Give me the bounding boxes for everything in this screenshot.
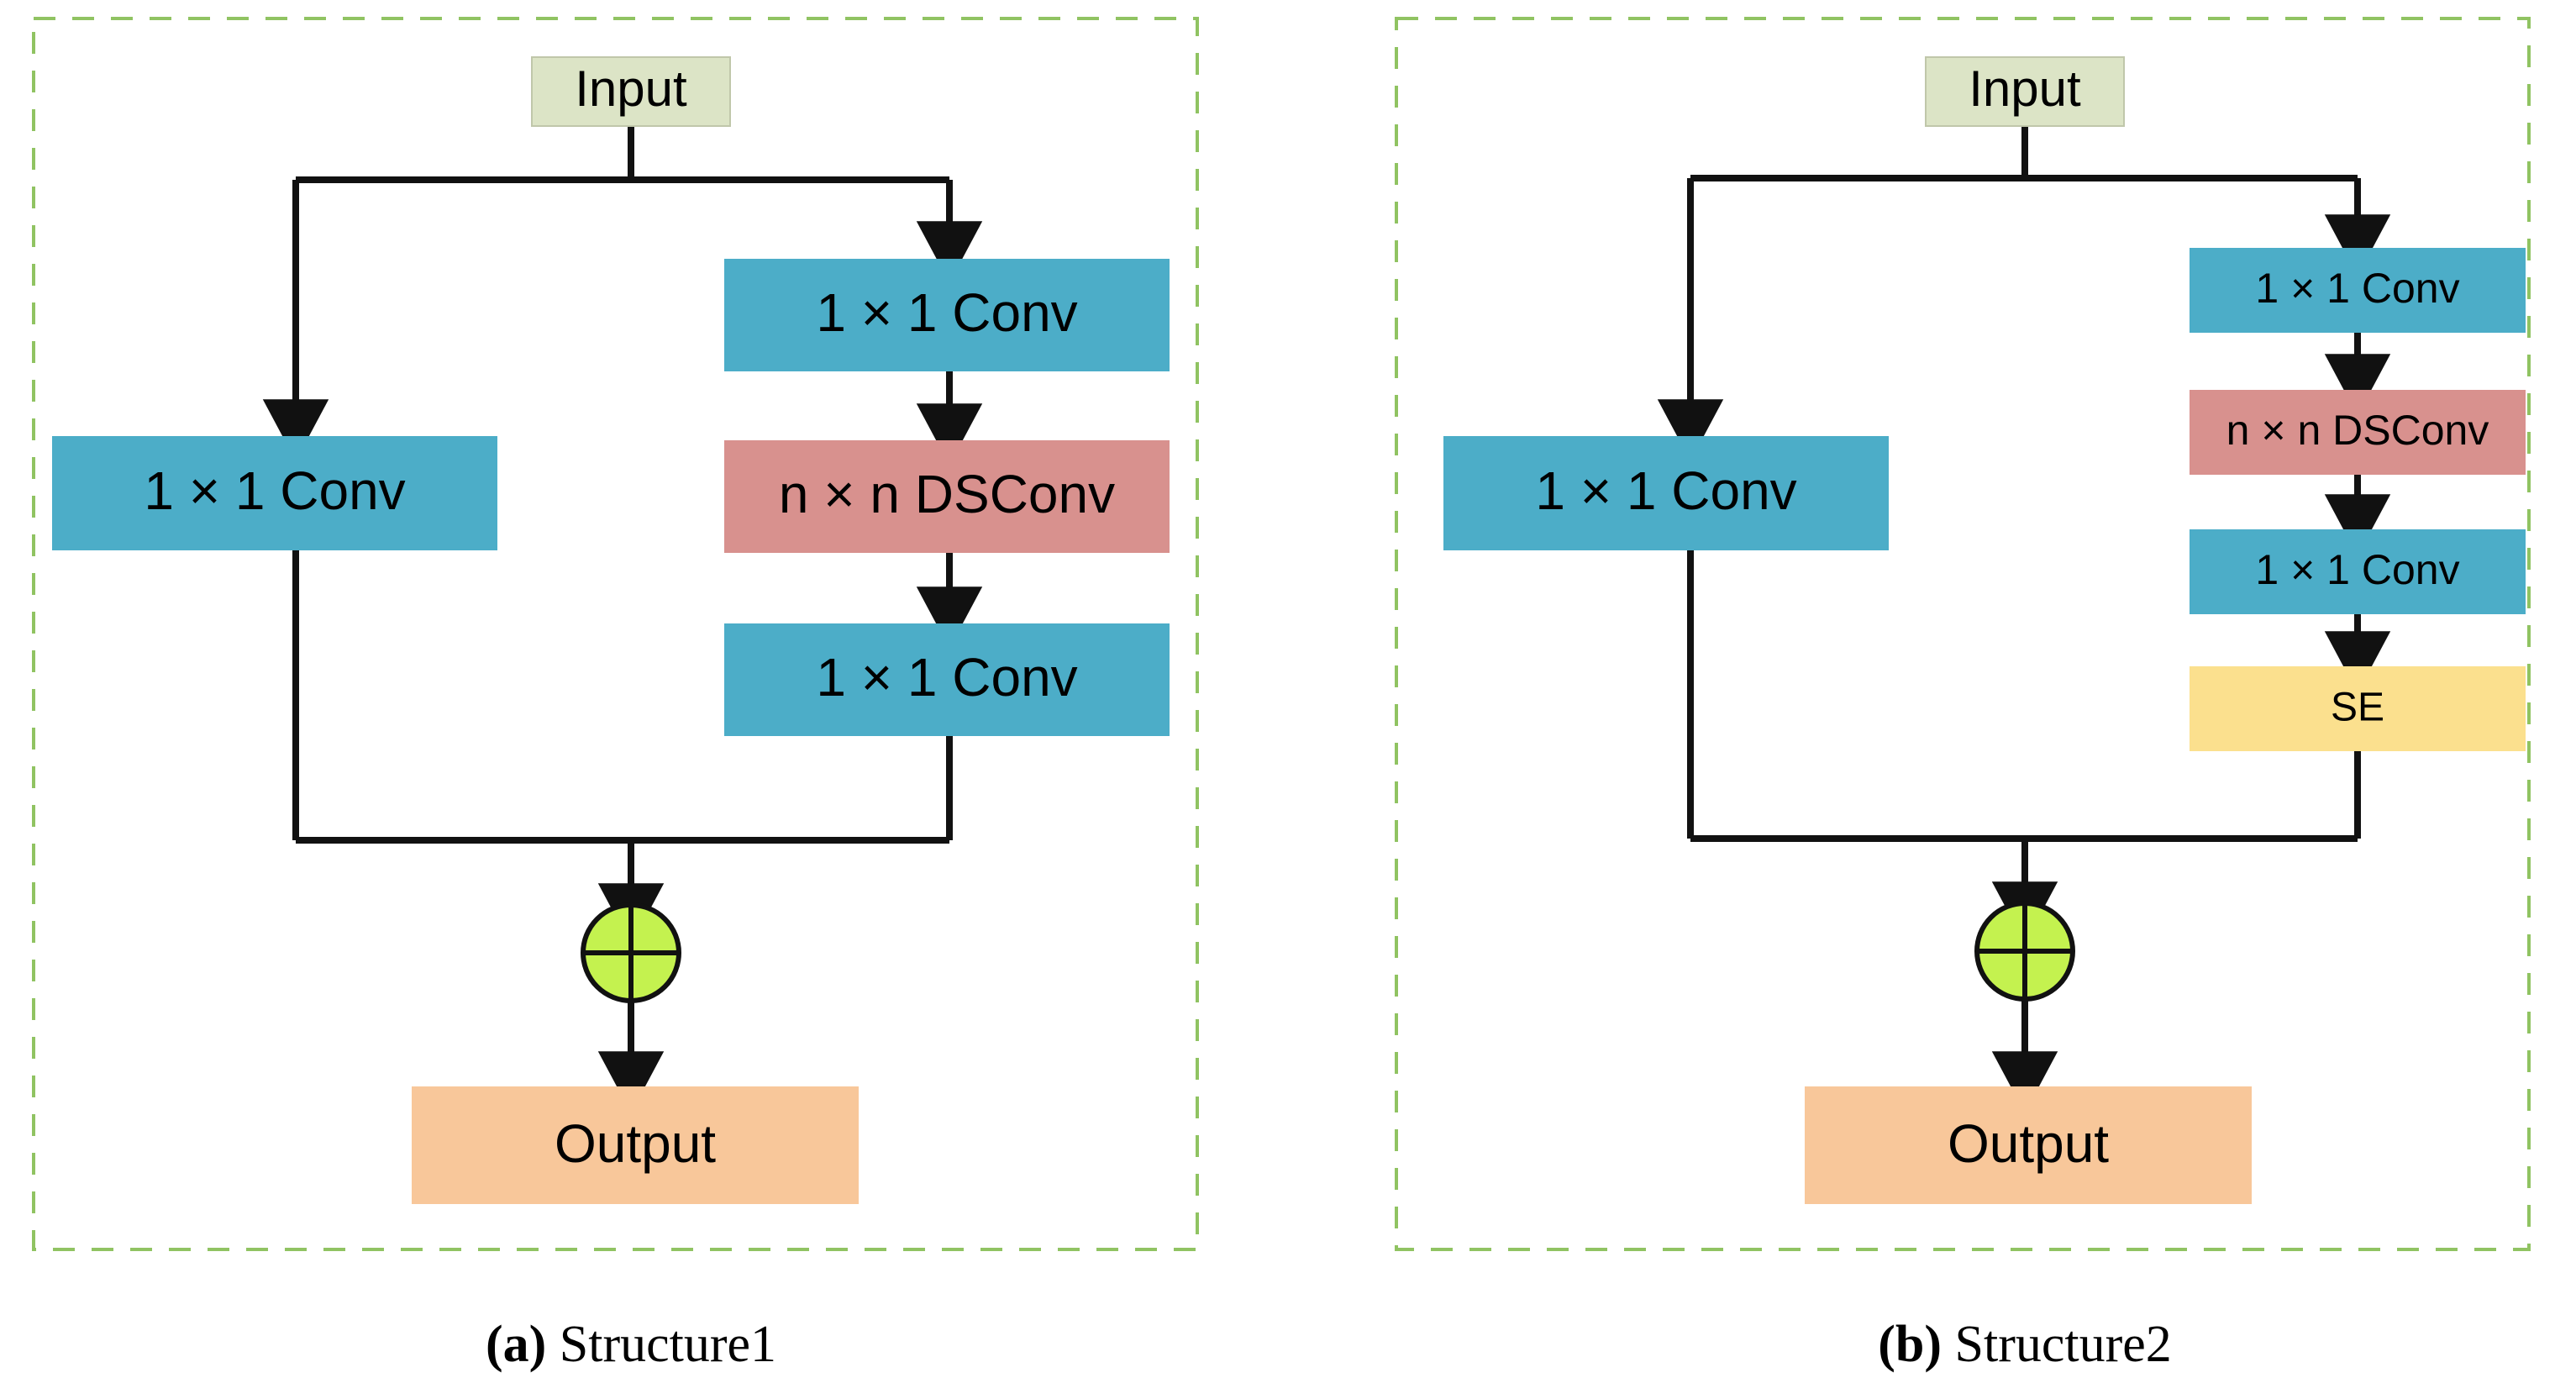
block-output-label: Output — [555, 1113, 716, 1174]
block-conv-2[interactable]: 1 × 1 Conv — [2190, 529, 2526, 614]
block-dsconv-label: n × n DSConv — [779, 464, 1115, 524]
block-skip-conv[interactable]: 1 × 1 Conv — [52, 436, 497, 550]
panel-structure2: Input 1 × 1 Conv 1 × 1 Conv n × n DSConv… — [1361, 0, 2576, 1399]
panel-a-caption-prefix: (a) — [486, 1316, 546, 1373]
block-conv-1[interactable]: 1 × 1 Conv — [724, 259, 1170, 371]
panel-dashed-border — [1395, 17, 2531, 1251]
block-input-label: Input — [1969, 60, 2081, 117]
panel-a-caption-label: Structure1 — [546, 1316, 776, 1373]
block-se-label: SE — [2331, 686, 2384, 730]
block-conv-2-label: 1 × 1 Conv — [816, 647, 1077, 707]
block-se[interactable]: SE — [2190, 666, 2526, 751]
block-skip-conv[interactable]: 1 × 1 Conv — [1443, 436, 1889, 550]
panel-b-caption-prefix: (b) — [1878, 1316, 1942, 1373]
block-dsconv-label: n × n DSConv — [2226, 407, 2489, 454]
block-conv-1-label: 1 × 1 Conv — [816, 282, 1077, 343]
panel-structure1: Input 1 × 1 Conv 1 × 1 Conv n × n DSConv… — [32, 17, 1199, 1373]
block-output[interactable]: Output — [1805, 1086, 2252, 1204]
block-output-label: Output — [1948, 1113, 2109, 1174]
block-dsconv[interactable]: n × n DSConv — [724, 440, 1170, 553]
block-input-label: Input — [575, 60, 687, 117]
structure1-diagram: Input 1 × 1 Conv 1 × 1 Conv n × n DSConv… — [32, 17, 1199, 1373]
block-output[interactable]: Output — [412, 1086, 859, 1204]
block-input[interactable]: Input — [531, 56, 731, 127]
panel-dashed-border — [32, 17, 1199, 1251]
panel-b-caption-label: Structure2 — [1942, 1316, 2172, 1373]
block-dsconv[interactable]: n × n DSConv — [2190, 390, 2526, 475]
block-skip-conv-label: 1 × 1 Conv — [144, 460, 405, 521]
panel-b-caption: (b) Structure2 — [1878, 1316, 2172, 1373]
structure2-diagram: Input 1 × 1 Conv 1 × 1 Conv n × n DSConv… — [1395, 17, 2531, 1373]
block-add-node[interactable] — [1974, 901, 2075, 1002]
block-conv-2-label: 1 × 1 Conv — [2255, 546, 2459, 593]
panel-a-caption: (a) Structure1 — [486, 1316, 776, 1373]
block-conv-2[interactable]: 1 × 1 Conv — [724, 623, 1170, 736]
block-conv-1-label: 1 × 1 Conv — [2255, 265, 2459, 312]
block-conv-1[interactable]: 1 × 1 Conv — [2190, 248, 2526, 333]
block-skip-conv-label: 1 × 1 Conv — [1535, 460, 1796, 521]
block-add-node[interactable] — [581, 902, 681, 1003]
block-input[interactable]: Input — [1925, 56, 2125, 127]
